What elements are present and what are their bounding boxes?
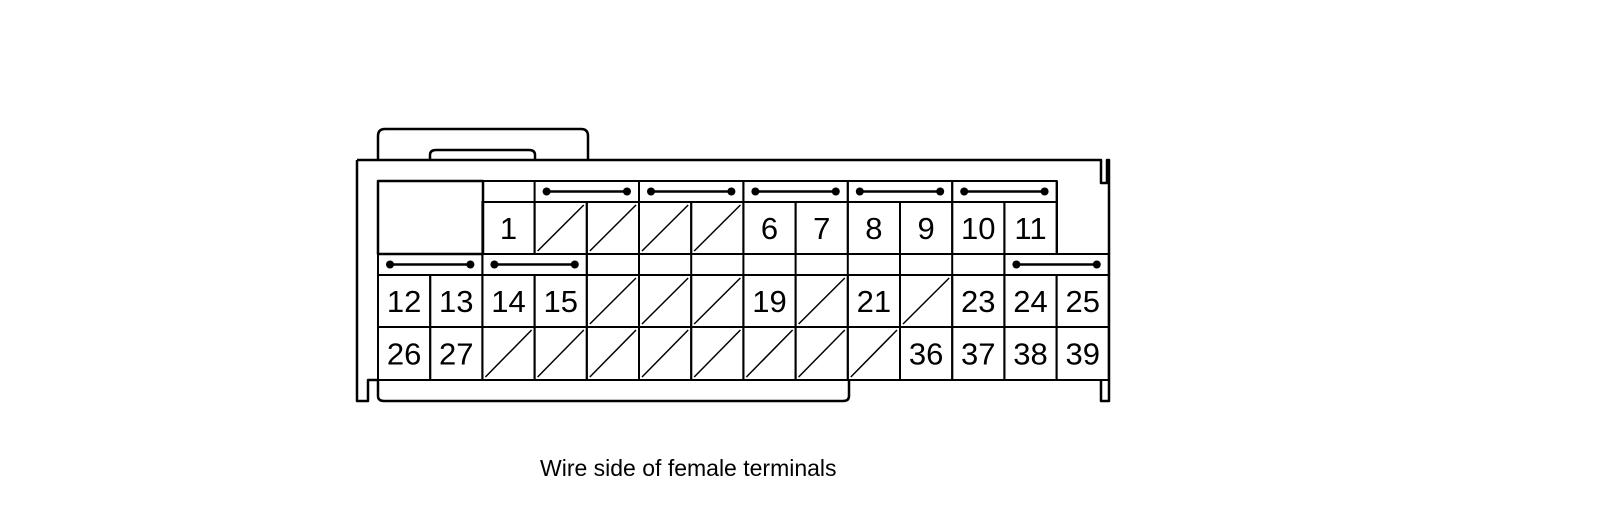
terminal-cell: 6 bbox=[742, 201, 797, 255]
blank-terminal-slash bbox=[537, 204, 585, 252]
blank-terminal-slash bbox=[641, 277, 689, 325]
blank-terminal-slash bbox=[589, 204, 637, 252]
terminal-cell: 9 bbox=[899, 201, 954, 255]
shorting-bar bbox=[638, 180, 745, 203]
terminal-number: 36 bbox=[909, 337, 943, 372]
shorting-bar bbox=[846, 180, 954, 203]
latch-slot bbox=[428, 148, 537, 160]
terminal-number: 13 bbox=[439, 284, 473, 319]
blank-terminal-slash bbox=[693, 329, 741, 378]
terminal-cell: 21 bbox=[846, 274, 901, 328]
terminal-cell bbox=[690, 201, 745, 255]
terminal-cell: 11 bbox=[1003, 201, 1058, 255]
terminal-number: 39 bbox=[1065, 337, 1099, 372]
terminal-number: 24 bbox=[1013, 284, 1047, 319]
terminal-cell: 13 bbox=[429, 274, 484, 328]
terminal-number: 7 bbox=[813, 211, 830, 246]
terminal-cell bbox=[794, 326, 849, 381]
terminal-cell: 12 bbox=[377, 274, 432, 328]
terminal-cell bbox=[638, 326, 693, 381]
terminal-cell: 23 bbox=[951, 274, 1006, 328]
terminal-cell bbox=[846, 326, 901, 381]
terminal-cell: 27 bbox=[429, 326, 484, 381]
terminal-number: 37 bbox=[961, 337, 995, 372]
diagram-caption: Wire side of female terminals bbox=[540, 455, 837, 481]
terminal-cell: 7 bbox=[794, 201, 849, 255]
terminal-cell bbox=[585, 274, 640, 328]
terminal-cell bbox=[690, 326, 745, 381]
terminal-cell bbox=[690, 274, 745, 328]
terminal-cell: 19 bbox=[742, 274, 797, 328]
terminal-number: 26 bbox=[387, 337, 421, 372]
shorting-bar bbox=[951, 180, 1058, 203]
terminal-number: 10 bbox=[961, 211, 995, 246]
connector-shroud bbox=[376, 380, 851, 403]
terminal-cell: 25 bbox=[1055, 274, 1110, 328]
terminal-cell bbox=[533, 201, 588, 255]
terminal-cell bbox=[585, 326, 640, 381]
shorting-bar bbox=[742, 180, 849, 203]
terminal-cell: 37 bbox=[951, 326, 1006, 381]
blank-terminal-slash bbox=[589, 277, 637, 325]
terminal-number: 27 bbox=[439, 337, 473, 372]
inner-frame-block bbox=[376, 179, 485, 256]
terminal-number: 1 bbox=[500, 211, 517, 246]
terminal-cell bbox=[638, 274, 693, 328]
terminal-cell bbox=[533, 326, 588, 381]
terminal-cell: 38 bbox=[1003, 326, 1058, 381]
terminal-cell bbox=[585, 201, 640, 255]
blank-terminal-slash bbox=[798, 329, 846, 378]
blank-terminal-slash bbox=[902, 277, 950, 325]
terminal-number: 19 bbox=[752, 284, 786, 319]
terminal-number: 9 bbox=[917, 211, 934, 246]
blank-terminal-slash bbox=[537, 329, 585, 378]
terminal-number: 15 bbox=[543, 284, 577, 319]
terminal-number: 8 bbox=[865, 211, 882, 246]
terminal-number: 25 bbox=[1065, 284, 1099, 319]
blank-terminal-slash bbox=[484, 329, 533, 378]
terminal-cell: 26 bbox=[377, 326, 432, 381]
connector-latch bbox=[376, 127, 590, 160]
terminal-cell bbox=[481, 326, 536, 381]
terminal-cell: 24 bbox=[1003, 274, 1058, 328]
terminal-cell bbox=[638, 201, 693, 255]
blank-terminal-slash bbox=[693, 277, 741, 325]
blank-terminal-slash bbox=[850, 329, 898, 378]
shorting-bar bbox=[481, 253, 588, 276]
terminal-number: 23 bbox=[961, 284, 995, 319]
terminal-cell: 36 bbox=[899, 326, 954, 381]
blank-terminal-slash bbox=[589, 329, 637, 378]
terminal-number: 11 bbox=[1014, 211, 1046, 246]
terminal-cell bbox=[794, 274, 849, 328]
terminal-cell bbox=[742, 326, 797, 381]
blank-terminal-slash bbox=[745, 329, 794, 378]
terminal-cell: 8 bbox=[846, 201, 901, 255]
terminal-number: 21 bbox=[857, 284, 891, 319]
shorting-bar bbox=[1003, 253, 1110, 276]
blank-terminal-slash bbox=[641, 204, 689, 252]
shorting-bar bbox=[533, 180, 640, 203]
terminal-cell: 10 bbox=[951, 201, 1006, 255]
blank-terminal-slash bbox=[798, 277, 846, 325]
blank-terminal-slash bbox=[693, 204, 741, 252]
shorting-bar bbox=[377, 253, 484, 276]
terminal-cell: 39 bbox=[1055, 326, 1110, 381]
terminal-number: 14 bbox=[491, 284, 525, 319]
terminal-cell: 1 bbox=[481, 201, 536, 255]
terminal-cell: 15 bbox=[533, 274, 588, 328]
terminal-cell: 14 bbox=[481, 274, 536, 328]
terminal-number: 38 bbox=[1013, 337, 1047, 372]
terminal-number: 6 bbox=[761, 211, 778, 246]
blank-terminal-slash bbox=[641, 329, 689, 378]
connector-housing bbox=[355, 158, 1111, 403]
terminal-cell bbox=[899, 274, 954, 328]
terminal-number: 12 bbox=[387, 284, 421, 319]
